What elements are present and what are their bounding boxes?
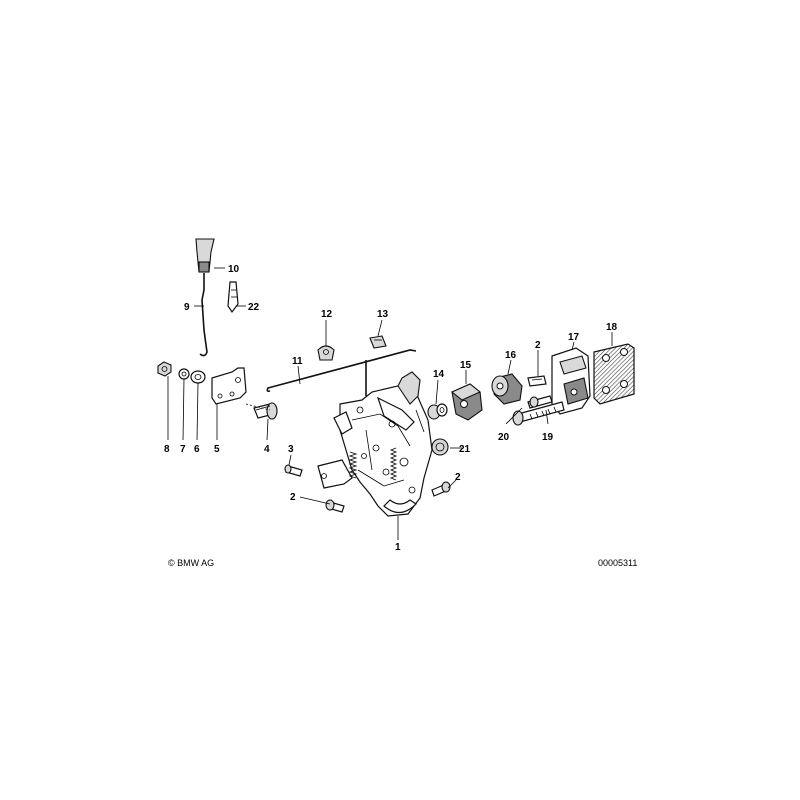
callout-4: 4	[264, 444, 270, 455]
callout-10: 10	[228, 264, 240, 275]
callout-numbers: 10 9 22 12 13 11 14 15 16 2 17 18 8 7 6 …	[164, 264, 618, 553]
lock-rod	[199, 273, 208, 357]
grommet	[431, 438, 449, 456]
door-lock-assembly	[317, 360, 433, 517]
screw-upper	[527, 375, 547, 387]
callout-13: 13	[377, 309, 389, 320]
screw-lower-left	[325, 499, 345, 513]
screw-lower-right	[431, 481, 451, 497]
rod-clip	[227, 281, 239, 314]
nut	[157, 361, 172, 377]
diagram-id: 00005311	[598, 558, 637, 568]
screw-washer	[527, 395, 553, 409]
washer	[190, 370, 206, 384]
striker-bushing	[491, 373, 523, 405]
callout-11: 11	[292, 356, 303, 367]
striker	[551, 347, 591, 415]
callout-21: 21	[459, 444, 471, 455]
callout-1: 1	[395, 542, 401, 553]
callout-9: 9	[184, 302, 190, 313]
leader-lines	[167, 267, 613, 540]
copyright-text: © BMW AG	[168, 558, 214, 568]
bolt	[253, 402, 278, 420]
callout-7: 7	[180, 444, 186, 455]
callout-5: 5	[214, 444, 220, 455]
callout-2-right: 2	[455, 472, 461, 483]
callout-15: 15	[460, 360, 472, 371]
bushing	[427, 403, 448, 420]
callout-12: 12	[321, 309, 333, 320]
bracket	[211, 367, 247, 405]
callout-8: 8	[164, 444, 170, 455]
lock-button-knob	[195, 238, 215, 273]
screw-small	[284, 464, 303, 477]
callout-19: 19	[542, 432, 554, 443]
callout-16: 16	[505, 350, 517, 361]
damper-block	[450, 383, 483, 421]
callout-20: 20	[498, 432, 510, 443]
callout-17: 17	[568, 332, 580, 343]
callout-2-top: 2	[535, 340, 541, 351]
callout-6: 6	[194, 444, 200, 455]
callout-3: 3	[288, 444, 294, 455]
rod-guide-clip	[317, 345, 335, 361]
spring-washer	[178, 368, 190, 380]
callout-22: 22	[248, 302, 260, 313]
callout-2-left: 2	[290, 492, 296, 503]
callout-14: 14	[433, 369, 445, 380]
operating-rod	[266, 349, 417, 392]
backing-plate	[593, 343, 635, 405]
callout-18: 18	[606, 322, 618, 333]
spring-clip	[369, 335, 387, 349]
